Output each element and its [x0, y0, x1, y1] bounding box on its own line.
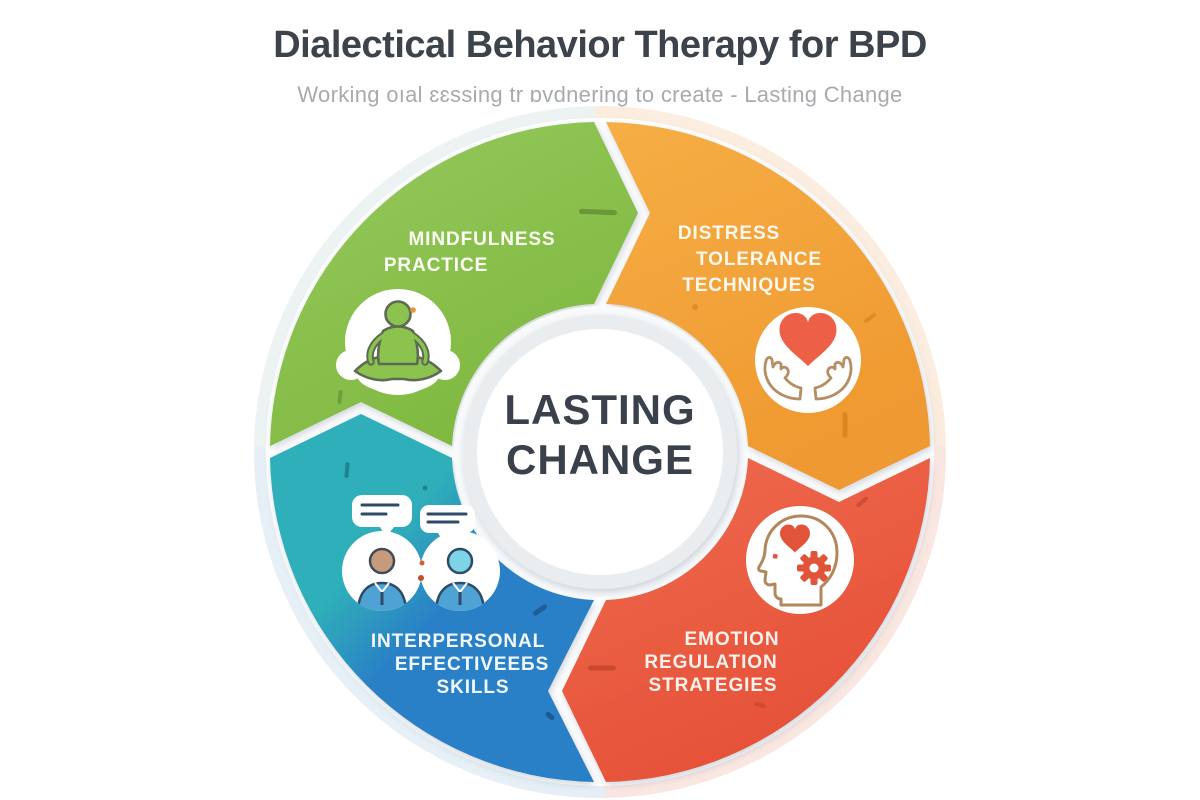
dbt-cycle-diagram: LASTING CHANGE MINDFULNESS PRACTICE DIST…	[254, 106, 946, 798]
heart-in-hands-icon	[755, 307, 861, 413]
label-mindfulness-line1: MINDFULNESS	[408, 229, 555, 250]
label-mindfulness-line2: PRACTICE	[384, 255, 488, 276]
people-talking-icon	[342, 495, 500, 611]
meditation-icon	[336, 289, 460, 395]
center-circle	[454, 306, 746, 598]
center-label-line1: LASTING	[504, 386, 695, 433]
outer-halo-ring	[254, 106, 946, 798]
decorative-marks	[337, 208, 877, 721]
label-distress-line2: TOLERANCE	[696, 249, 822, 270]
label-emotion-line3: STRATEGIES	[649, 675, 778, 696]
label-distress-line3: TECHNIQUES	[682, 275, 816, 296]
label-emotion-line2: REGULATION	[644, 652, 777, 673]
label-interpersonal-line3: SKILLS	[437, 677, 510, 698]
segment-distress-tolerance	[606, 122, 930, 490]
label-distress-line1: DISTRESS	[678, 223, 780, 244]
center-label-line2: CHANGE	[506, 436, 694, 483]
page-subtitle: Working oıal ɛɛssing tr ɒvdnering to cre…	[297, 82, 903, 107]
label-interpersonal-line1: INTERPERSONAL	[371, 631, 545, 652]
head-heart-gear-icon	[746, 506, 854, 614]
page-title: Dialectical Behavior Therapy for BPD	[273, 24, 927, 66]
label-interpersonal-line2: EFFECTIVEEБS	[395, 654, 549, 675]
label-emotion-line1: EMOTION	[685, 629, 780, 650]
